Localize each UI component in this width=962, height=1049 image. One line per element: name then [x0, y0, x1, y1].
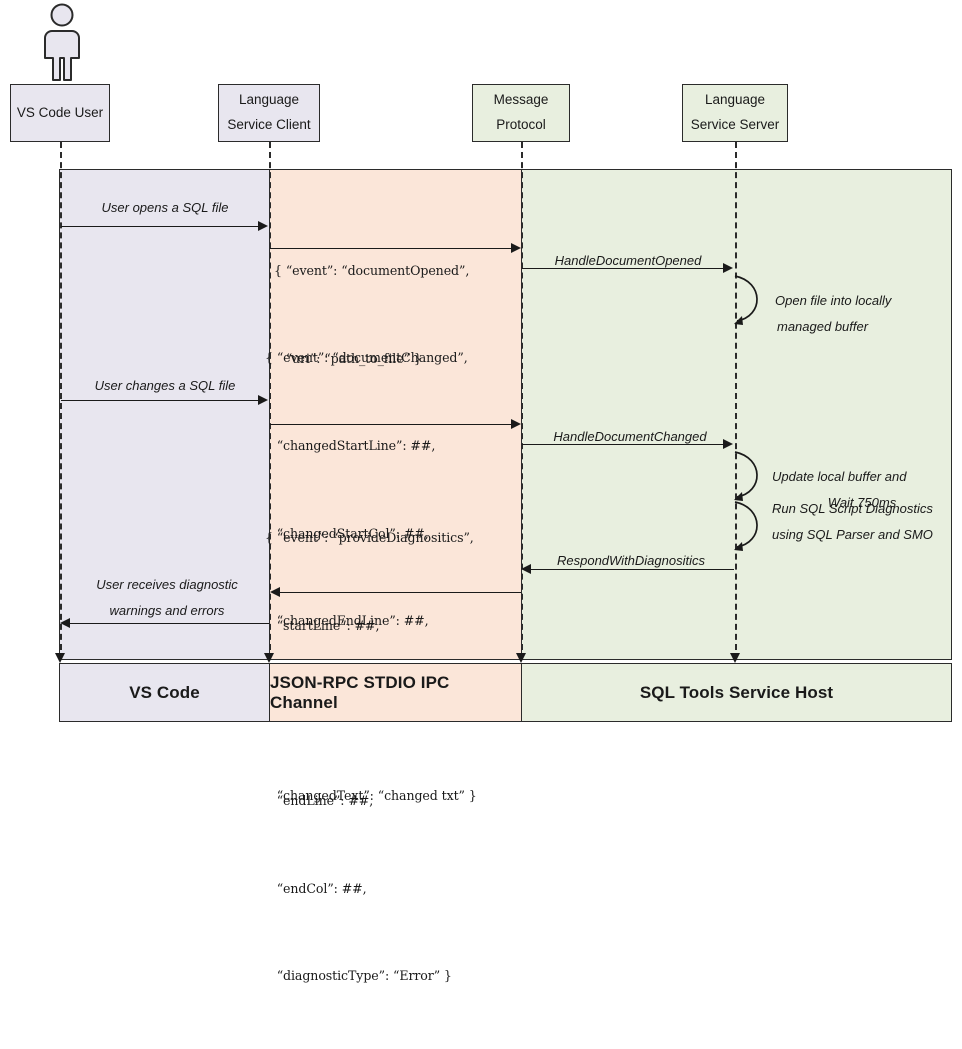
arrowhead-down-lifeline-user — [54, 653, 65, 663]
message-label-respond-with-diagnostics: RespondWithDiagnositics — [556, 553, 705, 568]
footer-cell-json-rpc-channel[interactable]: JSON-RPC STDIO IPC Channel — [269, 663, 522, 722]
arrowhead-left — [60, 617, 70, 628]
arrowhead-right — [511, 242, 521, 253]
arrowhead-down-lifeline-client — [263, 653, 274, 663]
lifeline-vs-code-user — [60, 142, 62, 660]
arrowhead-right — [511, 418, 521, 429]
arrowhead-down-lifeline-server — [729, 653, 740, 663]
self-loop-update-buffer-wait — [734, 451, 758, 501]
actor-user-icon — [44, 3, 80, 81]
participant-label-line1: Language — [704, 92, 766, 108]
note-open-file-into-buffer: Open file into locally managed buffer — [775, 293, 892, 334]
arrow-respond-with-diagnostics — [531, 569, 734, 570]
participant-label-line2: Protocol — [496, 117, 546, 132]
self-loop-run-diagnostics — [734, 501, 758, 551]
arrowhead-left — [521, 563, 531, 574]
participant-vs-code-user[interactable]: VS Code User — [10, 84, 110, 142]
self-loop-open-file — [734, 275, 758, 325]
arrow-client-to-user-diagnostics — [70, 623, 269, 624]
participant-label-line1: Language — [238, 92, 300, 108]
lifeline-language-service-client — [269, 142, 271, 660]
band-ipc-channel — [269, 169, 522, 660]
message-label-user-receives-diagnostics: User receives diagnostic warnings and er… — [96, 577, 238, 618]
lifeline-language-service-server — [735, 142, 737, 660]
note-update-buffer-wait: Update local buffer and Wait 750ms — [772, 469, 907, 510]
arrow-handle-document-opened — [522, 268, 724, 269]
arrowhead-right — [723, 438, 733, 449]
participant-language-service-client[interactable]: Language Service Client — [218, 84, 320, 142]
payload-provide-diagnostics: { “event”: “provideDiagnositics”, “start… — [265, 530, 474, 984]
message-label-user-opens-sql-file: User opens a SQL file — [101, 200, 229, 215]
arrow-client-to-protocol-changed — [270, 424, 512, 425]
footer-label: VS Code — [129, 682, 200, 702]
arrowhead-down-lifeline-protocol — [515, 653, 526, 663]
footer-cell-vs-code[interactable]: VS Code — [59, 663, 270, 722]
participant-label-line1: VS Code User — [16, 104, 104, 120]
message-label-handle-document-changed: HandleDocumentChanged — [553, 429, 707, 444]
participant-label-line2: Service Server — [690, 117, 780, 132]
footer-label: JSON-RPC STDIO IPC Channel — [270, 672, 450, 712]
message-label-handle-document-opened: HandleDocumentOpened — [554, 253, 702, 268]
arrow-user-changes-sql-file — [61, 400, 259, 401]
arrow-client-to-protocol-opened — [270, 248, 512, 249]
payload-document-opened: { “event”: “documentOpened”, “uri”: “pat… — [274, 263, 470, 367]
arrow-user-opens-sql-file — [61, 226, 259, 227]
band-vs-code — [59, 169, 270, 660]
message-label-user-changes-sql-file: User changes a SQL file — [94, 378, 236, 393]
participant-label-line1: Message — [493, 92, 549, 108]
arrowhead-right — [258, 220, 268, 231]
arrowhead-left — [270, 586, 280, 597]
arrow-handle-document-changed — [522, 444, 724, 445]
note-run-sql-script-diagnostics: Run SQL Script Diagnostics using SQL Par… — [772, 501, 933, 542]
participant-label-line2: Service Client — [227, 117, 311, 132]
sequence-diagram-canvas: VS Code User Language Service Client Mes… — [10, 3, 952, 983]
participant-language-service-server[interactable]: Language Service Server — [682, 84, 788, 142]
lifeline-message-protocol — [521, 142, 523, 660]
arrowhead-right — [723, 262, 733, 273]
arrow-protocol-to-client-diagnostics — [280, 592, 521, 593]
arrowhead-right — [258, 394, 268, 405]
footer-label: SQL Tools Service Host — [639, 682, 834, 702]
footer-cell-sql-tools-service-host[interactable]: SQL Tools Service Host — [521, 663, 952, 722]
participant-message-protocol[interactable]: Message Protocol — [472, 84, 570, 142]
